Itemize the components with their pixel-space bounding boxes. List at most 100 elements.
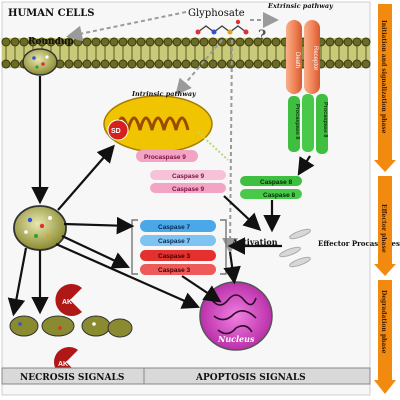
activation-label: Activation [231, 237, 278, 247]
membrane-bead [235, 59, 245, 69]
membrane-bead [91, 37, 101, 47]
caspase-7-3-group: Caspase 7 Caspase 7 Caspase 3 Caspase 3 [140, 220, 216, 275]
membrane-bead [199, 37, 209, 47]
membrane-bead [325, 37, 335, 47]
intrinsic-pathway-label: Intrinsic pathway [131, 90, 197, 98]
membrane-bead [10, 59, 20, 69]
human-cells-title: HUMAN CELLS [8, 8, 94, 19]
membrane-bead [163, 59, 173, 69]
death-receptor: Death Receptor [286, 20, 320, 94]
apoptosis-signals-label: APOPTOSIS SIGNALS [195, 373, 306, 383]
phase-label-degradation: Degradation phase [380, 290, 387, 354]
membrane-bead [235, 37, 245, 47]
membrane-bead [361, 59, 371, 69]
pathway-arrows [7, 76, 315, 317]
damaged-cell-icon [13, 205, 67, 251]
membrane-bead [109, 59, 119, 69]
nucleus: Nucleus [199, 281, 273, 351]
procaspase-8-label-b: Procaspase 8 [322, 102, 328, 137]
membrane-bead [190, 59, 200, 69]
necrotic-fragments [9, 315, 133, 338]
membrane-bead [253, 59, 263, 69]
membrane-bead [73, 37, 83, 47]
procaspase-8-group: Procaspase 8 Procaspase 8 [288, 94, 328, 154]
procaspase-9-label: Procaspase 9 [144, 154, 186, 161]
membrane-bead [244, 37, 254, 47]
receptor-label: Receptor [312, 46, 318, 70]
membrane-bead [118, 37, 128, 47]
mitochondrion: Intrinsic pathway SD [103, 90, 213, 153]
phase-degradation: Degradation phase [374, 280, 396, 394]
membrane-bead [163, 37, 173, 47]
nucleus-label: Nucleus [217, 334, 255, 344]
membrane-bead [181, 37, 191, 47]
question-mark: ? [258, 28, 266, 44]
membrane-bead [343, 59, 353, 69]
caspase-8-label-b: Caspase 8 [263, 192, 296, 199]
phase-label-effector: Effector phase [380, 204, 387, 253]
membrane-bead [343, 37, 353, 47]
extrinsic-pathway-label: Extrinsic pathway [267, 2, 334, 10]
caspase-3-label-a: Caspase 3 [158, 253, 191, 260]
membrane-bead [100, 59, 110, 69]
membrane-bead [118, 59, 128, 69]
membrane-bead [73, 59, 83, 69]
membrane-bead [19, 37, 29, 47]
membrane-bead [352, 59, 362, 69]
membrane-bead [181, 59, 191, 69]
membrane-bead [172, 37, 182, 47]
caspase-3-label-b: Caspase 3 [158, 267, 191, 274]
phase-initiation: Initiation and signalization phase [374, 4, 396, 172]
membrane-bead [64, 59, 74, 69]
membrane-bead [244, 59, 254, 69]
membrane-bead [217, 59, 227, 69]
membrane-bead [334, 59, 344, 69]
membrane-bead [271, 59, 281, 69]
sd-label: SD [111, 128, 121, 135]
membrane-bead [190, 37, 200, 47]
effector-procaspases: Effector Procaspases [279, 228, 400, 268]
effector-label: Effector Procaspases [318, 239, 400, 248]
caspase-9-label-b: Caspase 9 [172, 186, 205, 193]
membrane-bead [91, 59, 101, 69]
membrane-bead [127, 37, 137, 47]
caspase-9-label-a: Caspase 9 [172, 173, 205, 180]
glyphosate-dashed-arrows [66, 11, 279, 254]
phase-timeline: Initiation and signalization phase Effec… [374, 4, 396, 394]
membrane-bead [127, 59, 137, 69]
membrane-bead [10, 37, 20, 47]
phase-effector: Effector phase [374, 176, 396, 276]
membrane-bead [208, 59, 218, 69]
membrane-bead [154, 37, 164, 47]
ak-enzyme-icon-1: AK [55, 283, 82, 316]
phase-label-initiation: Initiation and signalization phase [380, 20, 387, 134]
membrane-bead [334, 37, 344, 47]
membrane-bead [325, 59, 335, 69]
membrane-bead [208, 37, 218, 47]
necrosis-signals-label: NECROSIS SIGNALS [20, 373, 124, 383]
membrane-bead [154, 59, 164, 69]
membrane-bead [262, 59, 272, 69]
footer-bar: NECROSIS SIGNALS APOPTOSIS SIGNALS [1, 367, 371, 385]
procaspase-8-label-a: Procaspase 8 [294, 104, 300, 139]
caspase-9-group: Procaspase 9 Caspase 9 Caspase 9 [136, 150, 226, 193]
membrane-bead [100, 37, 110, 47]
membrane-bead [82, 59, 92, 69]
membrane-bead [1, 37, 11, 47]
membrane-bead [136, 59, 146, 69]
membrane-bead [199, 59, 209, 69]
membrane-bead [136, 37, 146, 47]
membrane-bead [109, 37, 119, 47]
glyphosate-label: Glyphosate [188, 8, 245, 19]
death-ligand-label: Death [294, 52, 300, 68]
membrane-bead [145, 37, 155, 47]
effector-caspase-bracket [131, 219, 227, 275]
roundup-cell-icon [22, 48, 58, 76]
cytochrome-release-arrow [197, 131, 229, 161]
membrane-bead [271, 37, 281, 47]
caspase-8-group: Caspase 8 Caspase 8 [240, 176, 302, 199]
ak-label-2: AK [58, 361, 68, 368]
membrane-bead [352, 37, 362, 47]
